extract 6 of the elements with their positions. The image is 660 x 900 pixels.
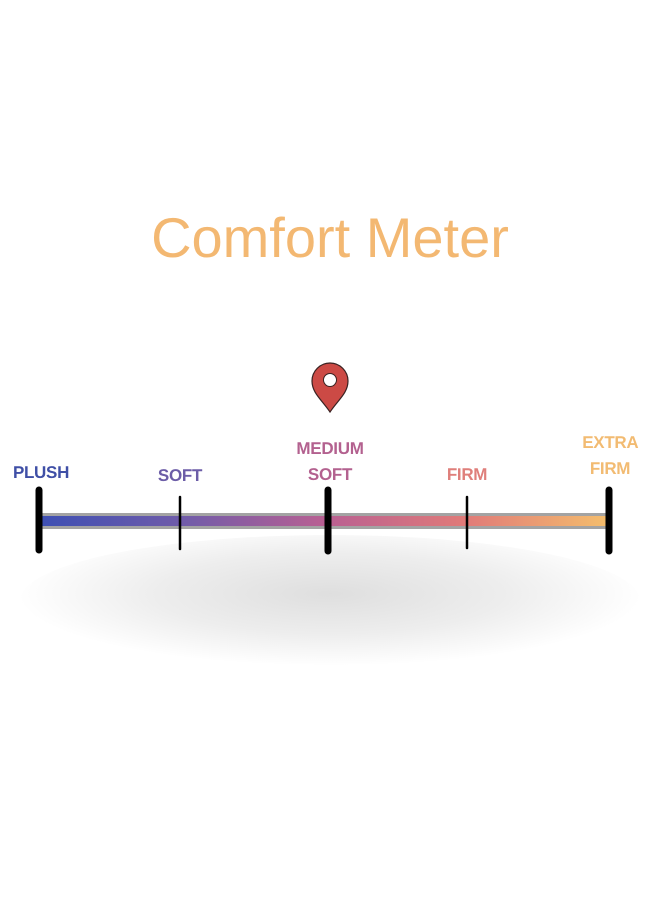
scale-label: MEDIUM SOFT xyxy=(296,438,364,486)
title: Comfort Meter xyxy=(151,205,509,271)
scale-label: PLUSH xyxy=(12,462,70,484)
scale-label: SOFT xyxy=(158,465,202,487)
scale-label: EXTRA FIRM xyxy=(582,432,638,480)
scale-label: FIRM xyxy=(446,464,488,486)
